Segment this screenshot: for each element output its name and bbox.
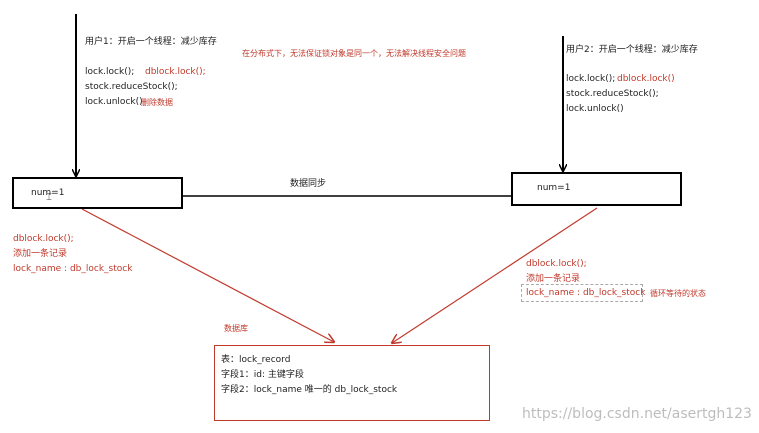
user2-note-dblock: dblock.lock() xyxy=(617,74,675,84)
left-db-arrow xyxy=(81,208,334,342)
user2-code-lock: lock.lock(); xyxy=(566,74,616,84)
left-db-op-add: 添加一条记录 xyxy=(13,249,68,259)
sync-label: 数据同步 xyxy=(290,179,327,189)
problem-note: 在分布式下，无法保证锁对象是同一个，无法解决线程安全问题 xyxy=(242,49,466,58)
server-left-box: num=1 ⌶ xyxy=(12,177,183,209)
text-cursor-icon: ⌶ xyxy=(46,192,52,203)
right-db-op-add: 添加一条记录 xyxy=(526,274,581,284)
user1-title: 用户1：开启一个线程：减少库存 xyxy=(85,37,217,47)
user2-title: 用户2：开启一个线程：减少库存 xyxy=(566,45,698,55)
server-right-box: num=1 xyxy=(511,172,682,206)
server-right-label: num=1 xyxy=(537,183,571,193)
watermark: https://blog.csdn.net/asertgh123 xyxy=(522,406,752,422)
database-row-table: 表：lock_record xyxy=(221,355,291,365)
left-db-op-lockname: lock_name : db_lock_stock xyxy=(13,264,133,274)
user1-note-dblock: dblock.lock(); xyxy=(145,67,206,77)
server-left-label: num=1 xyxy=(31,188,65,198)
right-db-arrow xyxy=(392,207,598,343)
right-db-side-note: 循环等待的状态 xyxy=(650,289,706,298)
right-db-op-lock: dblock.lock(); xyxy=(526,259,587,269)
right-db-op-lockname: lock_name : db_lock_stock xyxy=(526,288,646,298)
user1-note-delete: 删除数据 xyxy=(141,98,173,107)
database-row-field1: 字段1：id: 主键字段 xyxy=(221,370,304,380)
database-row-field2: 字段2：lock_name 唯一的 db_lock_stock xyxy=(221,385,398,395)
user1-code-unlock: lock.unlock() xyxy=(85,97,143,107)
right-db-lockname-selection: lock_name : db_lock_stock xyxy=(521,284,646,302)
user1-code-lock: lock.lock(); xyxy=(85,67,135,77)
user2-code-reduce: stock.reduceStock(); xyxy=(566,89,659,99)
left-db-op-lock: dblock.lock(); xyxy=(13,234,74,244)
user2-code-unlock: lock.unlock() xyxy=(566,104,624,114)
database-box: 表：lock_record 字段1：id: 主键字段 字段2：lock_name… xyxy=(214,345,490,421)
database-label: 数据库 xyxy=(224,324,248,333)
user1-code-reduce: stock.reduceStock(); xyxy=(85,82,178,92)
